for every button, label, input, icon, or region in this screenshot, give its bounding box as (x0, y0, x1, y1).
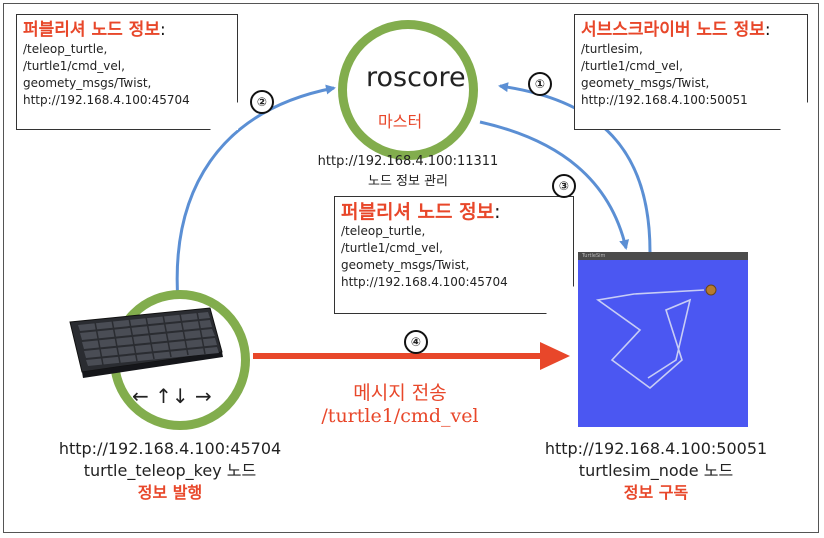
step-badge: ② (250, 90, 274, 114)
master-address: http://192.168.4.100:11311 (317, 154, 499, 169)
turtlesim-titlebar: TurtleSim (578, 252, 748, 260)
note-fold (210, 102, 238, 130)
message-topic: /turtle1/cmd_vel (321, 405, 479, 427)
turtlesim-caption: http://192.168.4.100:50051 turtlesim_nod… (506, 438, 806, 504)
note-line: /teleop_turtle, (23, 42, 108, 56)
teleop-address: http://192.168.4.100:45704 (58, 439, 282, 458)
turtle-icon (705, 284, 717, 296)
message-label: 메시지 전송 /turtle1/cmd_vel (300, 378, 500, 427)
arrow-publisher-registration (175, 84, 336, 303)
step-badge: ④ (404, 330, 428, 354)
turtlesim-window (578, 252, 748, 427)
teleop-caption: http://192.168.4.100:45704 turtle_teleop… (20, 438, 320, 504)
turtlesim-node-name: turtlesim_node 노드 (578, 461, 734, 480)
note-line: http://192.168.4.100:45704 (341, 275, 508, 289)
message-text: 메시지 전송 (353, 382, 447, 404)
teleop-node-name: turtle_teleop_key 노드 (83, 461, 257, 480)
master-caption: http://192.168.4.100:11311 노드 정보 관리 (300, 152, 516, 192)
note-title: 퍼블리셔 노드 정보: (341, 201, 501, 223)
note-line: /turtle1/cmd_vel, (341, 241, 443, 255)
note-line: http://192.168.4.100:45704 (23, 93, 190, 107)
publisher-info-note-top: 퍼블리셔 노드 정보: /teleop_turtle, /turtle1/cmd… (16, 14, 238, 130)
turtle-path (595, 284, 717, 390)
note-line: /turtlesim, (581, 42, 643, 56)
arrow-master-to-subscriber (479, 120, 630, 250)
diagram-frame (3, 3, 819, 533)
note-line: /turtle1/cmd_vel, (23, 59, 125, 73)
master-role: 노드 정보 관리 (367, 174, 449, 189)
master-node-circle (338, 20, 478, 160)
teleop-action: 정보 발행 (137, 483, 203, 502)
note-fold (546, 286, 574, 314)
arrow-keys-label: ← ↑↓ → (132, 384, 212, 408)
step-badge: ① (528, 72, 552, 96)
keyboard-icon (69, 307, 223, 378)
note-line: geomety_msgs/Twist, (341, 258, 470, 272)
turtlesim-address: http://192.168.4.100:50051 (544, 439, 768, 458)
arrow-message-flow-head (540, 342, 570, 370)
step-badge: ③ (552, 174, 576, 198)
subscriber-info-note: 서브스크라이버 노드 정보: /turtlesim, /turtle1/cmd_… (574, 14, 808, 130)
master-subtitle: 마스터 (378, 112, 423, 131)
note-title: 서브스크라이버 노드 정보: (581, 20, 771, 40)
note-line: geomety_msgs/Twist, (23, 76, 152, 90)
note-line: http://192.168.4.100:50051 (581, 93, 748, 107)
note-title: 퍼블리셔 노드 정보: (23, 20, 166, 40)
note-fold (780, 102, 808, 130)
turtlesim-action: 정보 구독 (623, 483, 689, 502)
note-line: /teleop_turtle, (341, 224, 426, 238)
master-title: roscore (366, 62, 466, 93)
publisher-info-note-middle: 퍼블리셔 노드 정보: /teleop_turtle, /turtle1/cmd… (334, 196, 574, 314)
note-line: /turtle1/cmd_vel, (581, 59, 683, 73)
note-line: geomety_msgs/Twist, (581, 76, 710, 90)
